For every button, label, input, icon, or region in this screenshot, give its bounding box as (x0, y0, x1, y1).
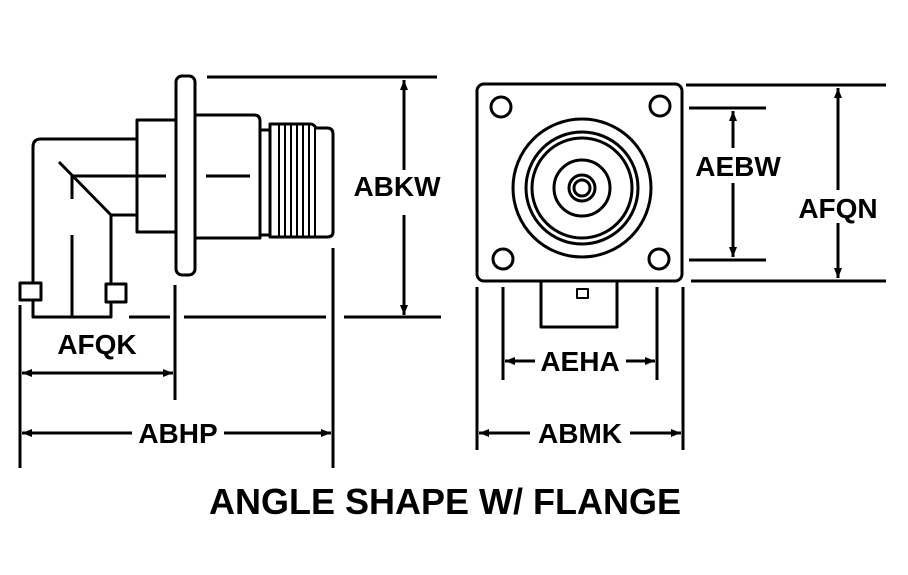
dimension-aebw: AEBW (695, 151, 781, 182)
mounting-hole-top-right (648, 94, 672, 118)
dimension-afqn: AFQN (798, 193, 877, 224)
nut-threads (278, 125, 316, 236)
mounting-hole-bottom-left (491, 247, 515, 271)
rear-tab-slot (576, 288, 589, 299)
drawing-title: ANGLE SHAPE W/ FLANGE (209, 481, 681, 522)
rear-tab (539, 279, 619, 329)
elbow-diagonal (57, 160, 113, 217)
dimension-aeha: AEHA (540, 346, 619, 377)
extension-lines-front (475, 83, 886, 450)
coupling-nut (268, 122, 335, 239)
elbow-tab-right (104, 282, 128, 304)
mounting-hole-top-left (489, 95, 513, 119)
mounting-hole-bottom-right (647, 247, 671, 271)
flange (174, 74, 197, 277)
extension-lines-side (18, 75, 441, 468)
dimension-abmk: ABMK (538, 418, 622, 449)
dimension-afqk: AFQK (57, 329, 136, 360)
connector-face-rings (511, 117, 653, 259)
dimension-abkw: ABKW (353, 171, 441, 202)
front-view: AEBW AFQN AEHA ABMK (475, 82, 886, 450)
dimension-abhp: ABHP (138, 418, 217, 449)
body-front (195, 113, 262, 240)
side-view: ABKW AFQK ABHP (18, 74, 441, 468)
elbow-tab-left (18, 281, 43, 302)
centerlines (70, 174, 250, 317)
